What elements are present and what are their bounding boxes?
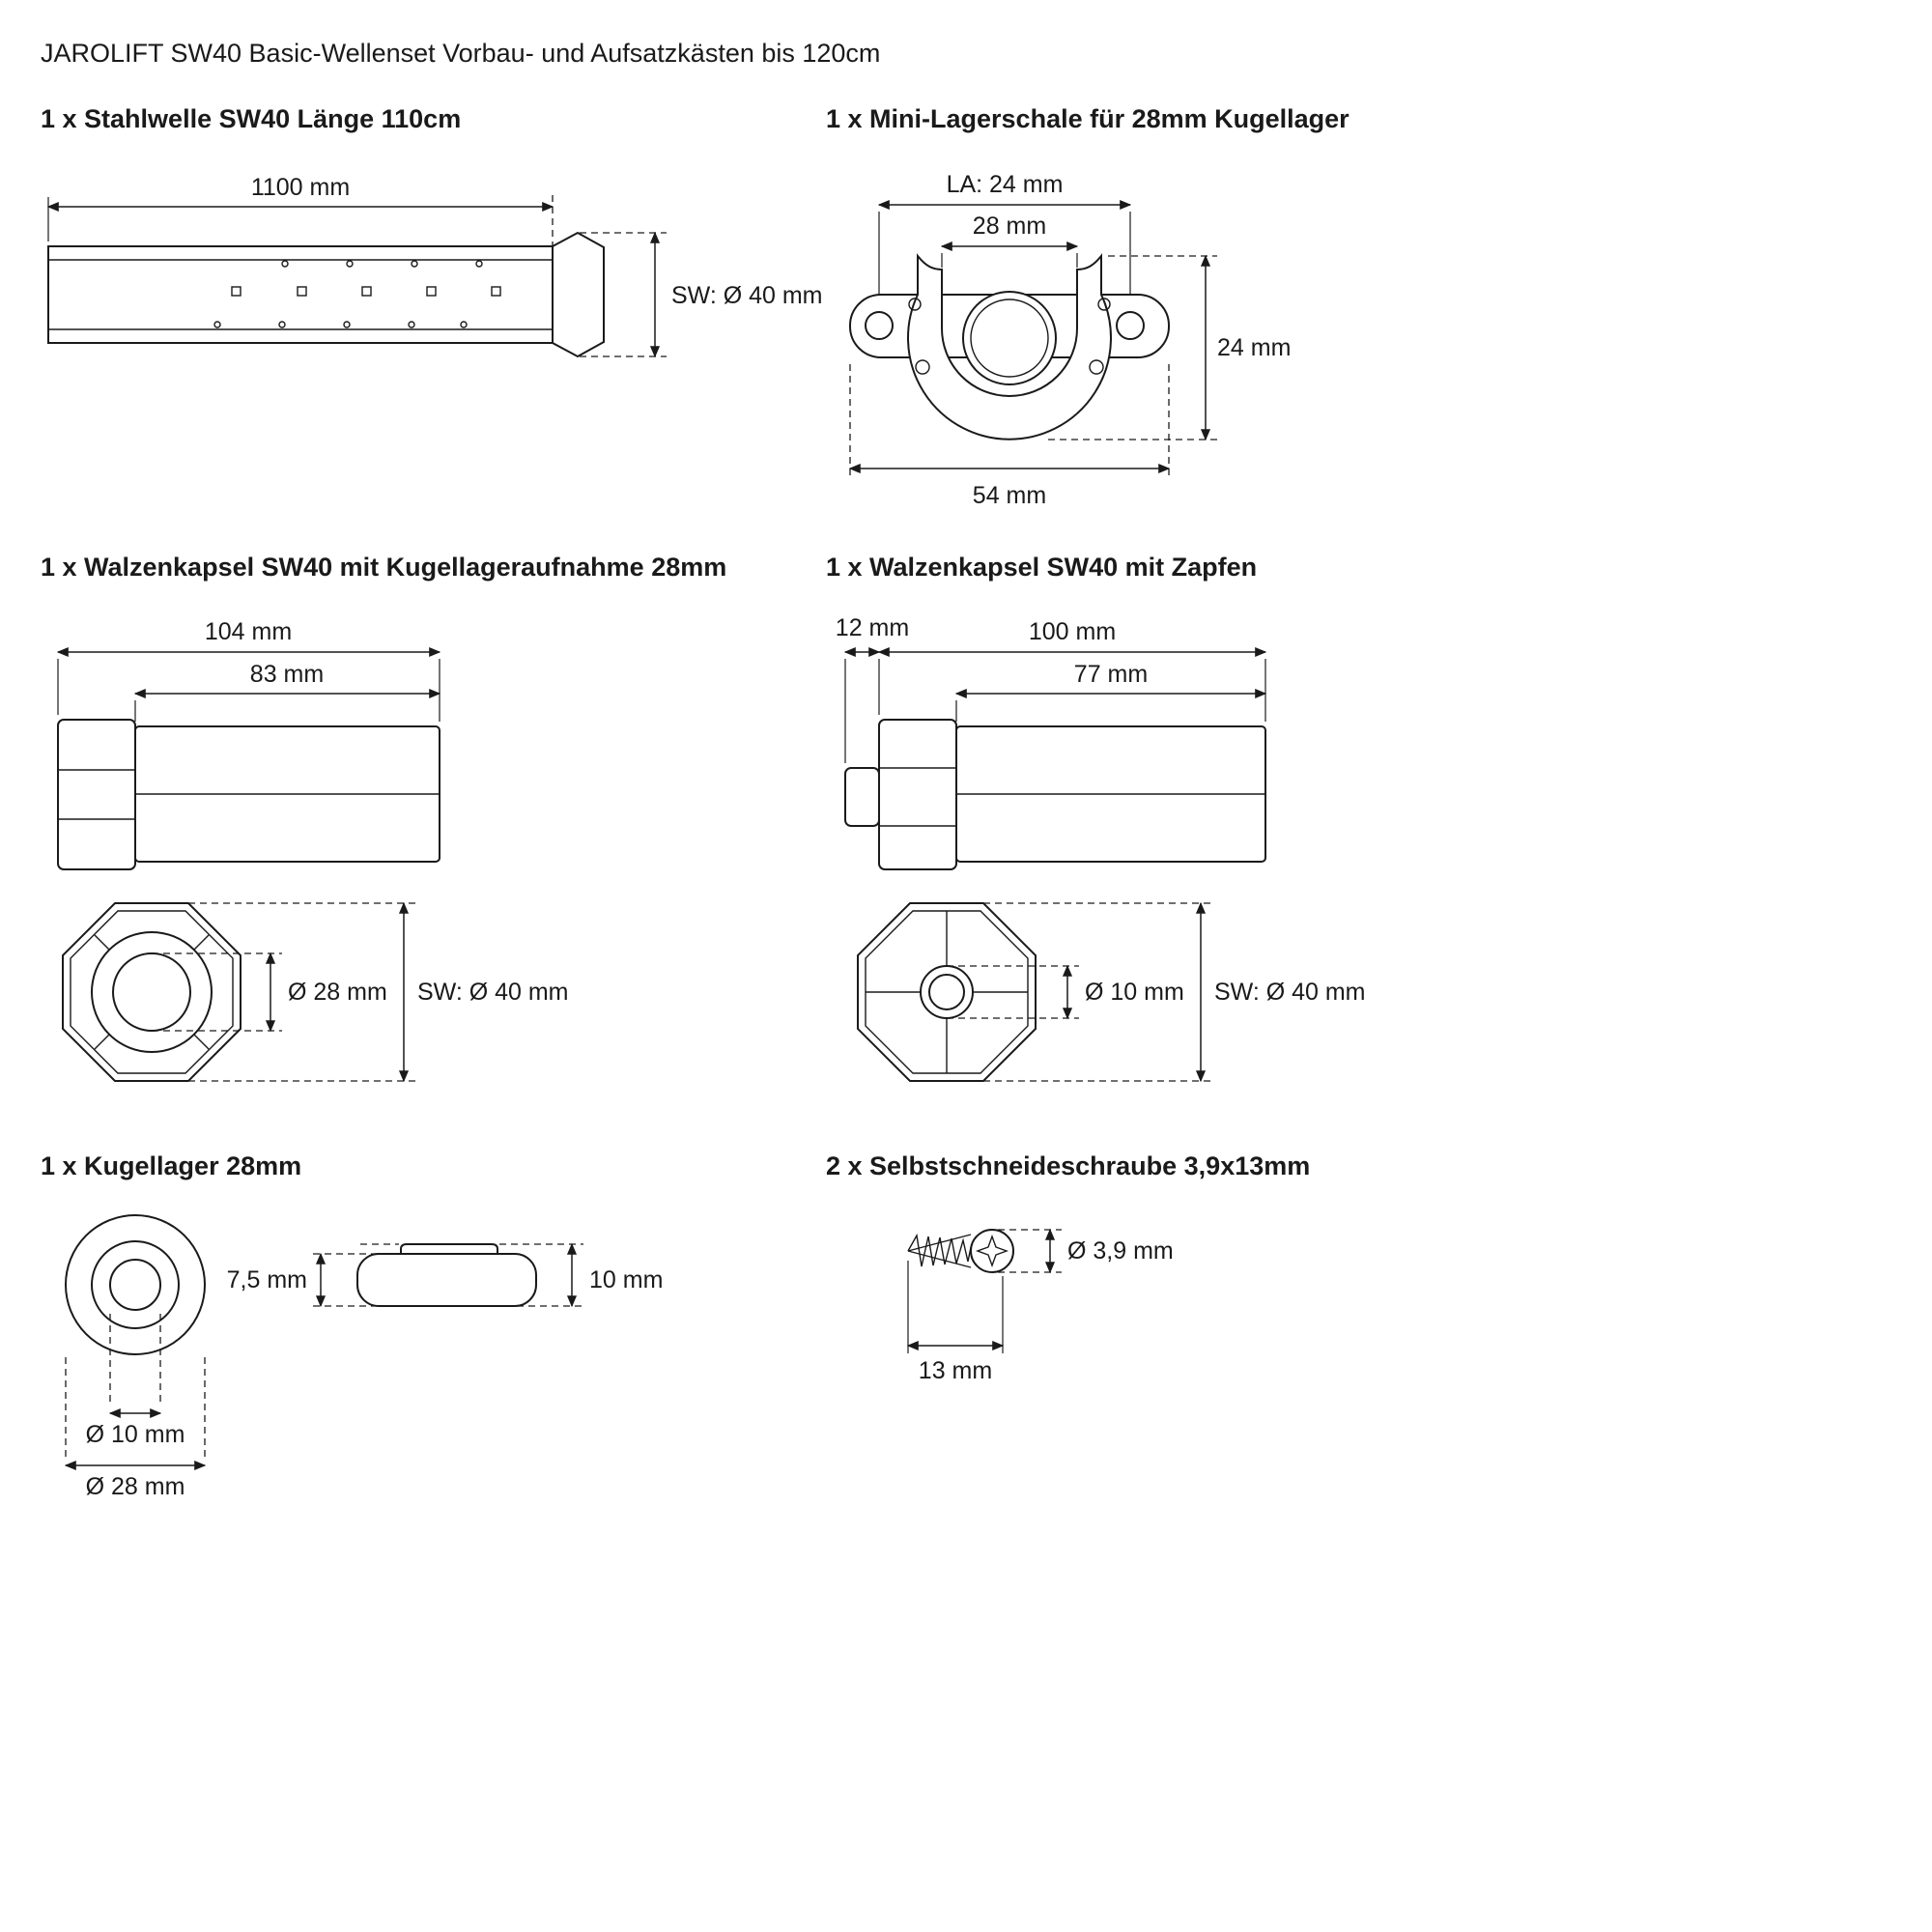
dim-label-diameter: Ø 3,9 mm <box>1067 1237 1174 1264</box>
dim-label-shaft-length: 1100 mm <box>251 174 350 201</box>
dim-label-bore: Ø 10 mm <box>1085 979 1184 1006</box>
shaft-end-cap <box>552 231 605 358</box>
dim-shaft-length: 1100 mm <box>46 174 554 338</box>
dim-sw-diameter: SW: Ø 40 mm <box>188 901 569 1083</box>
bracket-body <box>849 253 1170 440</box>
dim-screw-diameter: Ø 3,9 mm <box>998 1228 1174 1274</box>
dim-bracket-height: 24 mm <box>1048 254 1291 441</box>
bearing-side-view <box>356 1243 537 1307</box>
dim-label-bore: Ø 10 mm <box>86 1421 185 1448</box>
dim-pin-length: 12 mm <box>836 614 909 763</box>
screw-body <box>907 1229 1014 1273</box>
kugellager-drawing: Ø 10 mm Ø 28 mm 7,5 mm 10 mm <box>64 1214 663 1500</box>
heading-schraube: 2 x Selbstschneideschraube 3,9x13mm <box>826 1151 1311 1180</box>
dim-label-body: 83 mm <box>250 661 324 688</box>
walzenkapsel-zapfen-drawing: 12 mm 100 mm 77 mm <box>836 614 1366 1083</box>
dim-total-length: 104 mm <box>56 618 441 722</box>
dim-label-slot: 28 mm <box>973 213 1046 240</box>
dim-label-width: 54 mm <box>973 482 1046 509</box>
capsule-front-view <box>62 902 242 1082</box>
dim-outer-width: 10 mm <box>499 1242 663 1308</box>
screw-thread <box>907 1233 972 1267</box>
shaft-body <box>47 231 605 358</box>
dim-total-length: 100 mm <box>877 618 1267 722</box>
dim-label-height: 24 mm <box>1217 334 1291 361</box>
dim-label-length: 13 mm <box>919 1357 992 1384</box>
dim-body-length: 77 mm <box>954 661 1267 722</box>
heading-walzenkapsel-kugellager: 1 x Walzenkapsel SW40 mit Kugellageraufn… <box>41 553 727 582</box>
dim-label-inner-width: 7,5 mm <box>227 1266 307 1293</box>
bearing-housing <box>907 253 1112 440</box>
dim-label-pin: 12 mm <box>836 614 909 641</box>
heading-lagerschale: 1 x Mini-Lagerschale für 28mm Kugellager <box>826 104 1350 133</box>
capsule-side-view <box>57 719 440 870</box>
lagerschale-drawing: LA: 24 mm 28 mm 24 mm <box>848 171 1291 509</box>
dim-sw-diameter: SW: Ø 40 mm <box>983 901 1366 1083</box>
stahlwelle-drawing: 1100 mm SW: Ø 40 mm <box>46 174 823 358</box>
dim-label-outer: Ø 28 mm <box>86 1473 185 1500</box>
dim-shaft-diameter: SW: Ø 40 mm <box>580 231 823 358</box>
dim-hole-spacing: LA: 24 mm <box>877 171 1132 312</box>
schraube-drawing: Ø 3,9 mm 13 mm <box>906 1228 1174 1384</box>
dim-label-sw: SW: Ø 40 mm <box>1214 979 1366 1006</box>
dim-bracket-width: 54 mm <box>848 364 1171 509</box>
capsule-side-view <box>844 719 1266 870</box>
bearing-seat <box>962 291 1057 385</box>
dim-label-total: 104 mm <box>205 618 292 645</box>
heading-stahlwelle: 1 x Stahlwelle SW40 Länge 110cm <box>41 104 462 133</box>
dim-bore-diameter: Ø 28 mm <box>152 952 387 1033</box>
screw-hole-right <box>1116 311 1145 340</box>
screw-hole-left <box>865 311 894 340</box>
dim-label-sw: SW: Ø 40 mm <box>417 979 569 1006</box>
screw-head <box>970 1229 1014 1273</box>
dim-screw-length: 13 mm <box>906 1261 1005 1384</box>
dim-bore-diameter: Ø 10 mm <box>947 964 1184 1020</box>
dim-label-body: 77 mm <box>1074 661 1148 688</box>
dim-label-shaft-sw: SW: Ø 40 mm <box>671 282 823 309</box>
page-title: JAROLIFT SW40 Basic-Wellenset Vorbau- un… <box>41 39 881 68</box>
dim-label-outer-width: 10 mm <box>589 1266 663 1293</box>
dim-label-total: 100 mm <box>1029 618 1116 645</box>
dim-label-la: LA: 24 mm <box>947 171 1064 198</box>
dim-label-bore: Ø 28 mm <box>288 979 387 1006</box>
pin <box>844 767 880 827</box>
capsule-front-view <box>857 902 1037 1082</box>
dim-bore-diameter: Ø 10 mm <box>86 1314 185 1448</box>
dim-outer-diameter: Ø 28 mm <box>64 1357 207 1500</box>
dim-inner-width: 7,5 mm <box>227 1252 379 1308</box>
phillips-cross-icon <box>975 1234 1009 1268</box>
heading-kugellager: 1 x Kugellager 28mm <box>41 1151 302 1180</box>
walzenkapsel-kugellager-drawing: 104 mm 83 mm Ø 28 mm <box>56 618 569 1083</box>
bearing-front-view <box>65 1214 206 1355</box>
dim-slot-width: 28 mm <box>940 213 1079 268</box>
dim-body-length: 83 mm <box>133 661 441 722</box>
heading-walzenkapsel-zapfen: 1 x Walzenkapsel SW40 mit Zapfen <box>826 553 1258 582</box>
